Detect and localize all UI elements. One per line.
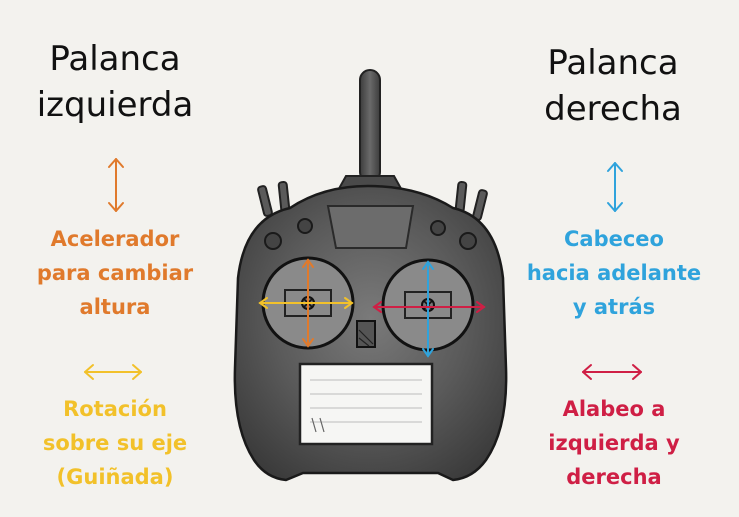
yaw-double-arrow-horizontal-icon xyxy=(84,364,142,380)
pitch-arrow-on-stick xyxy=(422,260,434,358)
throttle-label-line: altura xyxy=(79,295,151,319)
left-stick-title-line: izquierda xyxy=(36,85,194,125)
right-stick-title: Palanca derecha xyxy=(528,40,698,132)
throttle-label-line: Acelerador xyxy=(50,227,180,251)
left-stick-title: Palanca izquierda xyxy=(22,36,208,128)
left-stick-title-line: Palanca xyxy=(49,39,181,79)
pitch-label-line: y atrás xyxy=(572,295,656,319)
roll-label-line: derecha xyxy=(566,465,662,489)
pitch-label: Cabeceo hacia adelante y atrás xyxy=(510,222,718,324)
roll-arrow-on-stick xyxy=(372,301,486,313)
yaw-label-line: (Guiñada) xyxy=(56,465,174,489)
roll-label-line: izquierda y xyxy=(548,431,680,455)
yaw-arrow-on-stick xyxy=(258,297,354,309)
roll-label: Alabeo a izquierda y derecha xyxy=(510,392,718,494)
roll-double-arrow-horizontal-icon xyxy=(582,364,642,380)
pitch-label-line: hacia adelante xyxy=(526,261,702,285)
rc-transmitter-icon xyxy=(233,69,508,482)
pitch-double-arrow-vertical-icon xyxy=(607,162,623,212)
trim-knobs xyxy=(264,218,477,250)
throttle-label-line: para cambiar xyxy=(36,261,194,285)
throttle-label: Acelerador para cambiar altura xyxy=(22,222,208,324)
throttle-double-arrow-vertical-icon xyxy=(108,158,124,212)
yaw-label-line: Rotación xyxy=(63,397,167,421)
pitch-label-line: Cabeceo xyxy=(564,227,664,251)
transmitter-screen xyxy=(298,362,434,446)
antenna xyxy=(359,69,381,183)
yaw-label: Rotación sobre su eje (Guiñada) xyxy=(22,392,208,494)
top-panel xyxy=(326,205,415,249)
shoulder-switches xyxy=(257,180,488,221)
yaw-label-line: sobre su eje xyxy=(42,431,188,455)
right-stick-title-line: derecha xyxy=(544,89,682,129)
right-stick-title-line: Palanca xyxy=(547,43,679,83)
roll-label-line: Alabeo a xyxy=(562,397,666,421)
